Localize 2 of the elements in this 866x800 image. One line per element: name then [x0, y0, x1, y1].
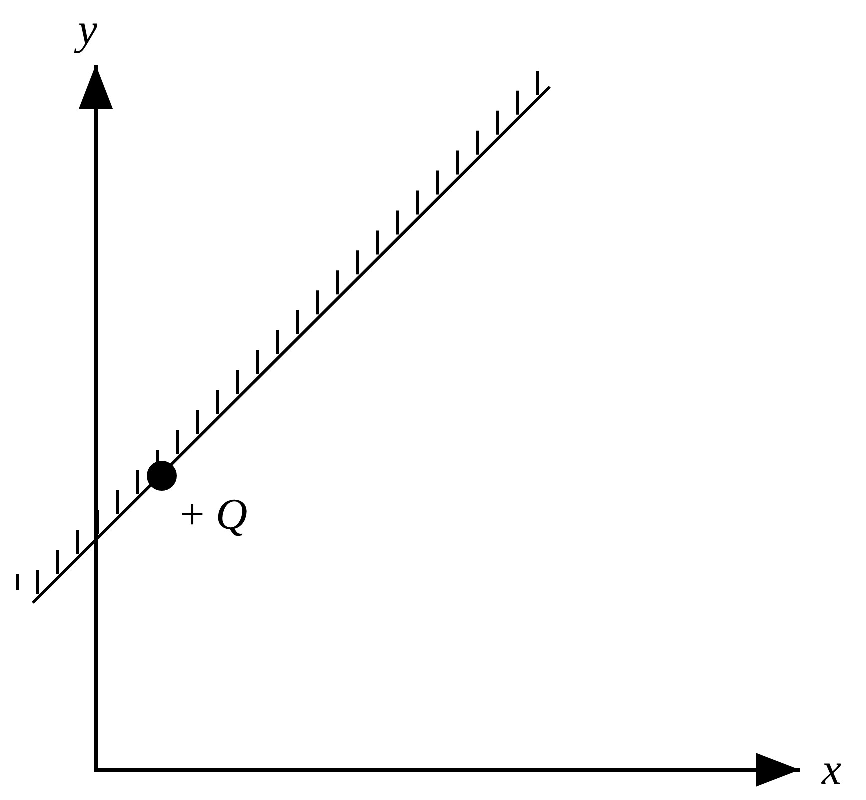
axis-label: x	[822, 748, 842, 792]
charge-label: + Q	[180, 493, 248, 537]
